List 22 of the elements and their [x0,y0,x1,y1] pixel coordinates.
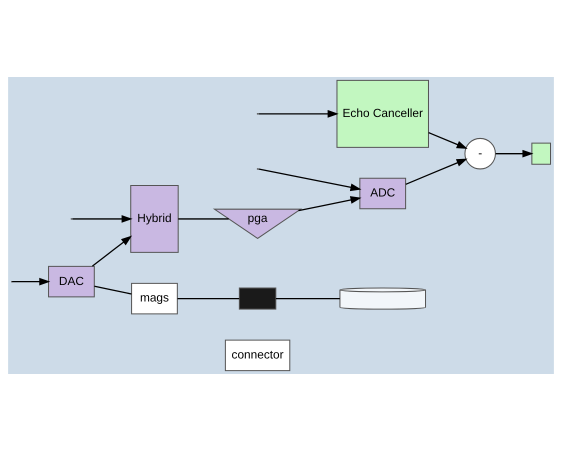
node-box [531,142,552,165]
node-box: DAC [48,266,95,298]
node-box: Echo Canceller [336,80,429,148]
connector [94,286,132,295]
connector [276,298,340,300]
arrow [92,236,132,267]
node-box: ADC [359,178,406,210]
arrow [258,168,362,192]
node-box [238,287,276,310]
arrow [72,215,133,223]
node-circle: - [464,138,496,170]
arrow [258,110,339,118]
connector [178,218,229,220]
arrow [428,132,468,149]
node-box: connector [224,340,290,372]
node-box: mags [131,282,178,314]
arrow [406,158,468,185]
node-box: Hybrid [130,184,179,253]
arrow [496,150,534,158]
arrow [298,196,362,212]
connector [178,298,240,300]
arrow [12,278,50,286]
